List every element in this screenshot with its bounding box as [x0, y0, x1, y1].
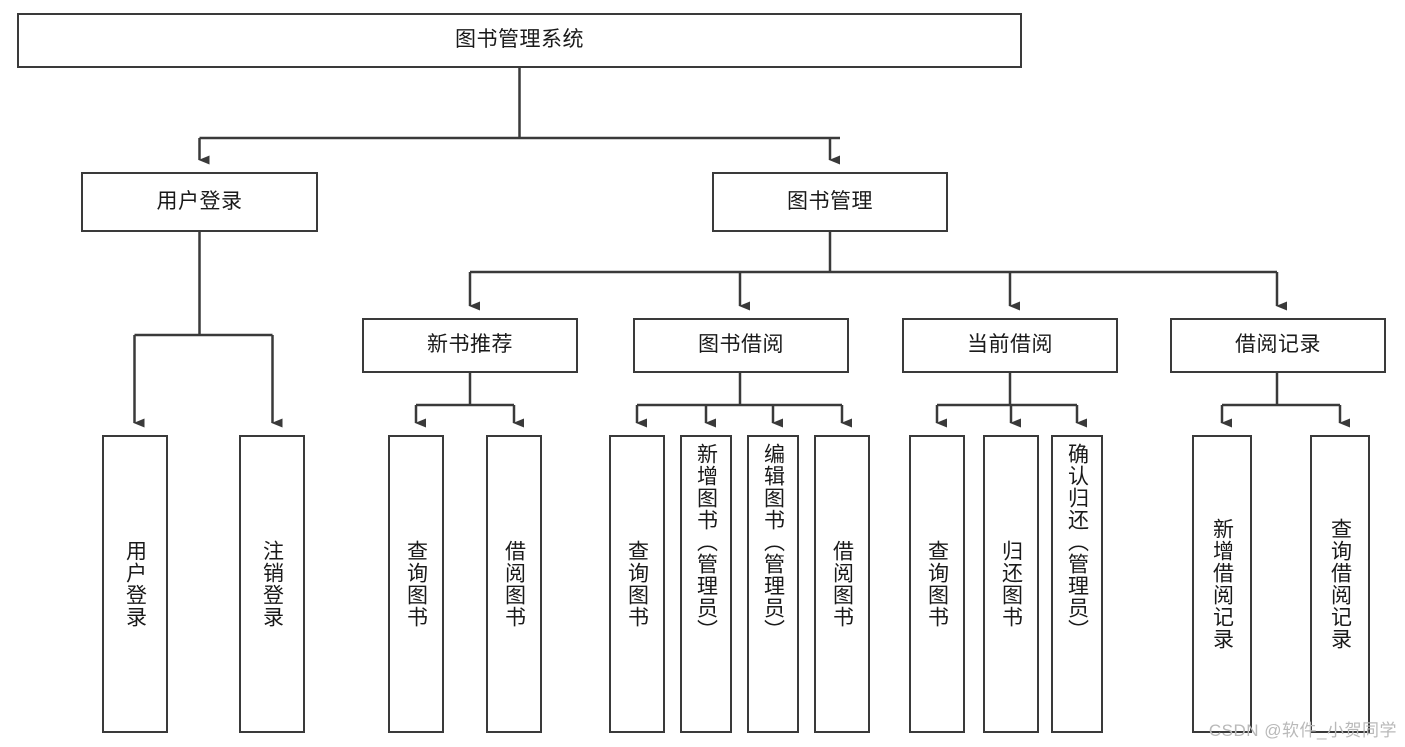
node-leaf-logout[interactable]: 注销登录	[239, 435, 305, 733]
node-leaf-query-book-cur-label: 查询图书	[925, 540, 949, 628]
node-borrow-record-label: 借阅记录	[1235, 333, 1321, 357]
node-current-borrow-label: 当前借阅	[967, 333, 1053, 357]
node-leaf-borrow-book-rec-label: 借阅图书	[502, 540, 526, 628]
node-leaf-add-record-label: 新增借阅记录	[1210, 518, 1234, 650]
node-borrow-record[interactable]: 借阅记录	[1170, 318, 1386, 373]
node-leaf-user-login[interactable]: 用户登录	[102, 435, 168, 733]
node-leaf-query-book-rec-label: 查询图书	[404, 540, 428, 628]
node-leaf-borrow-book[interactable]: 借阅图书	[814, 435, 870, 733]
node-leaf-add-book-label: 新增图书（管理员）	[694, 443, 718, 641]
node-leaf-borrow-book-rec[interactable]: 借阅图书	[486, 435, 542, 733]
node-new-book-rec[interactable]: 新书推荐	[362, 318, 578, 373]
node-leaf-query-book-cur[interactable]: 查询图书	[909, 435, 965, 733]
node-leaf-return-book-label: 归还图书	[999, 540, 1023, 628]
node-leaf-add-record[interactable]: 新增借阅记录	[1192, 435, 1252, 733]
node-leaf-query-book-borrow-label: 查询图书	[625, 540, 649, 628]
node-leaf-edit-book-label: 编辑图书（管理员）	[761, 443, 785, 641]
node-leaf-return-book[interactable]: 归还图书	[983, 435, 1039, 733]
node-book-manage[interactable]: 图书管理	[712, 172, 948, 232]
node-leaf-edit-book[interactable]: 编辑图书（管理员）	[747, 435, 799, 733]
node-leaf-query-record-label: 查询借阅记录	[1328, 518, 1352, 650]
node-leaf-query-book-rec[interactable]: 查询图书	[388, 435, 444, 733]
node-user-login-label: 用户登录	[156, 189, 243, 213]
node-leaf-confirm-return-label: 确认归还（管理员）	[1065, 443, 1089, 641]
node-book-borrow[interactable]: 图书借阅	[633, 318, 849, 373]
node-book-borrow-label: 图书借阅	[698, 333, 784, 357]
node-leaf-add-book[interactable]: 新增图书（管理员）	[680, 435, 732, 733]
node-leaf-query-book-borrow[interactable]: 查询图书	[609, 435, 665, 733]
node-root-label: 图书管理系统	[455, 28, 584, 52]
node-leaf-query-record[interactable]: 查询借阅记录	[1310, 435, 1370, 733]
node-new-book-rec-label: 新书推荐	[427, 333, 513, 357]
node-root[interactable]: 图书管理系统	[17, 13, 1022, 68]
node-user-login[interactable]: 用户登录	[81, 172, 318, 232]
node-current-borrow[interactable]: 当前借阅	[902, 318, 1118, 373]
node-leaf-confirm-return[interactable]: 确认归还（管理员）	[1051, 435, 1103, 733]
node-book-manage-label: 图书管理	[787, 189, 873, 213]
watermark: CSDN @软件_小贺同学	[1208, 721, 1397, 740]
node-leaf-logout-label: 注销登录	[260, 540, 284, 628]
node-leaf-borrow-book-label: 借阅图书	[830, 540, 854, 628]
node-leaf-user-login-label: 用户登录	[123, 540, 147, 628]
